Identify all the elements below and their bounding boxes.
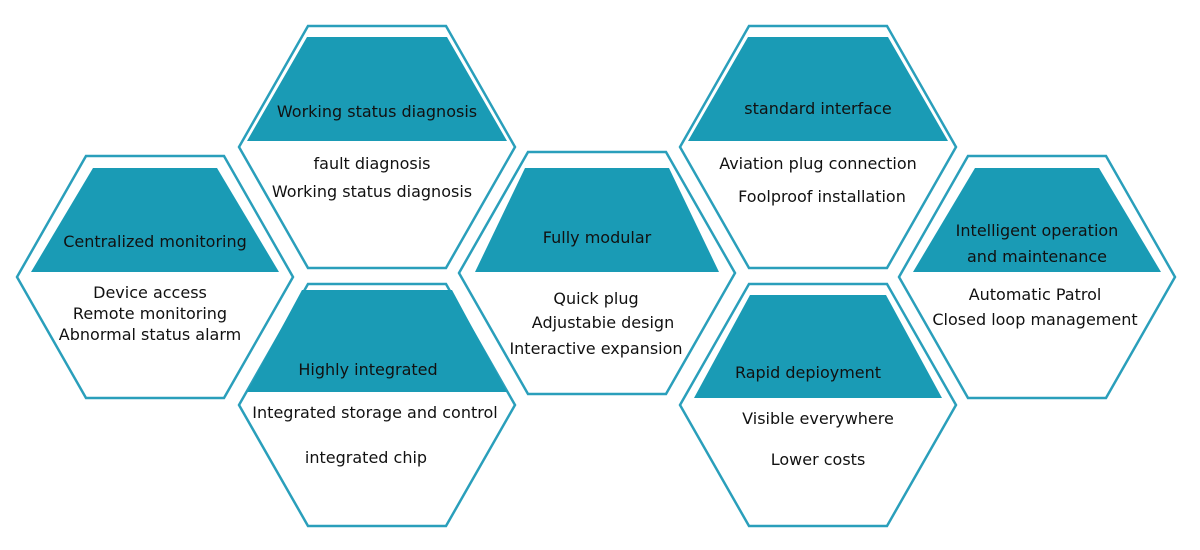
hexagon-title: standard interface bbox=[744, 99, 892, 118]
hexagon-item: Remote monitoring bbox=[72, 304, 228, 323]
hexagon-centralized-monitoring: Centralized monitoring Device access Rem… bbox=[0, 0, 247, 344]
hexagon-header-fully-modular bbox=[475, 168, 719, 272]
hexagon-intelligent-operation: Intelligent operation and maintenance Au… bbox=[0, 0, 1137, 329]
hexagon-item: Lower costs bbox=[770, 450, 866, 469]
hexagon-item: fault diagnosis bbox=[313, 154, 431, 173]
hexagon-item: Aviation plug connection bbox=[719, 154, 917, 173]
hexagon-working-status-diagnosis: Working status diagnosis fault diagnosis… bbox=[0, 0, 477, 201]
hexagon-title: Fully modular bbox=[542, 228, 652, 247]
hexagon-header-standard-interface bbox=[688, 37, 948, 141]
hexagon-item: Interactive expansion bbox=[509, 339, 683, 358]
hexagon-item: integrated chip bbox=[304, 448, 428, 467]
hexagon-item: Working status diagnosis bbox=[271, 182, 473, 201]
hexagon-title: Centralized monitoring bbox=[63, 232, 247, 251]
hexagon-title: Working status diagnosis bbox=[276, 102, 478, 121]
hexagon-item: Abnormal status alarm bbox=[58, 325, 242, 344]
hexagon-item: Visible everywhere bbox=[742, 409, 894, 428]
hexagon-header-centralized-monitoring bbox=[31, 168, 279, 272]
hexagon-header-rapid-deployment bbox=[694, 295, 942, 398]
hexagon-item: Quick plug bbox=[553, 289, 639, 308]
hexagon-title: Highly integrated bbox=[298, 360, 438, 379]
hexagon-item: Adjustabie design bbox=[531, 313, 675, 332]
hexagon-item: Closed loop management bbox=[932, 310, 1138, 329]
hexagon-rapid-deployment: Rapid depioyment Visible everywhere Lowe… bbox=[0, 0, 894, 469]
hexagon-header-highly-integrated bbox=[247, 290, 507, 392]
hexagon-item: Integrated storage and control bbox=[252, 403, 498, 422]
hexagon-header-working-status-diagnosis bbox=[247, 37, 507, 141]
hexagon-highly-integrated: Highly integrated Integrated storage and… bbox=[0, 0, 497, 467]
hexagon-header-intelligent-operation bbox=[913, 168, 1161, 272]
hexagon-item: Device access bbox=[93, 283, 207, 302]
hexagon-item: Foolproof installation bbox=[738, 187, 906, 206]
hexagon-title: Intelligent operation bbox=[955, 221, 1119, 240]
hexagon-title: Rapid depioyment bbox=[734, 363, 882, 382]
hexagon-item: Automatic Patrol bbox=[968, 285, 1102, 304]
hexagon-title: and maintenance bbox=[966, 247, 1108, 266]
hexagon-standard-interface: standard interface Aviation plug connect… bbox=[0, 0, 917, 206]
hexagon-fully-modular: Fully modular Quick plug Adjustabie desi… bbox=[0, 0, 682, 358]
